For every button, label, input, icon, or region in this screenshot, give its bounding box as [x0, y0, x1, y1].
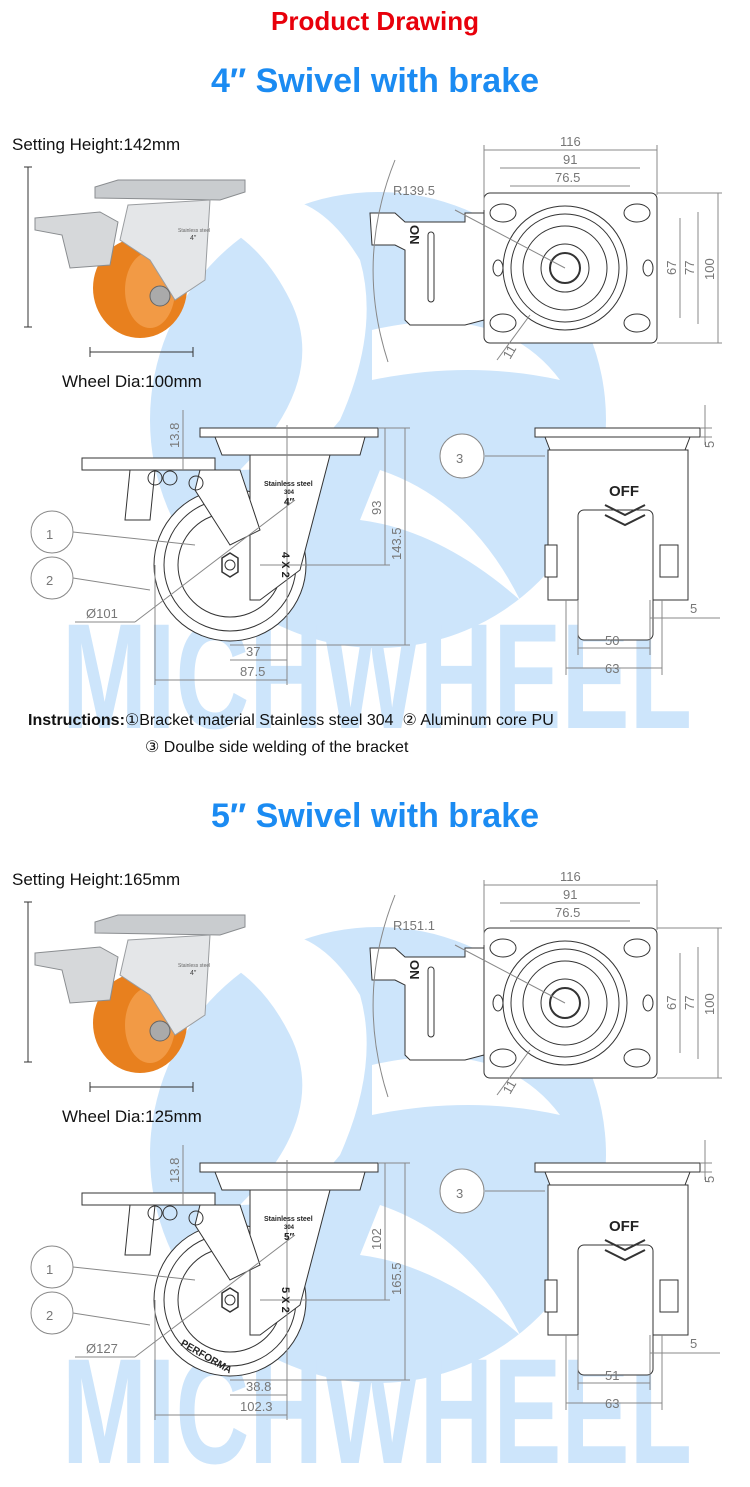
dim-top-plate: 5: [702, 1176, 717, 1183]
dim-top-width-outer: 116: [560, 134, 581, 149]
dim-top-height-mid: 77: [682, 261, 697, 275]
front-view-drawing: [439, 405, 720, 675]
instruction-item-2: ② Aluminum core PU: [402, 712, 554, 729]
instruction-item-1: ①Bracket material Stainless steel 304: [124, 712, 394, 729]
svg-text:4": 4": [190, 970, 197, 977]
dim-offset: 37: [246, 644, 260, 659]
instructions-line-1: Instructions:①Bracket material Stainless…: [28, 710, 554, 730]
drawing-canvas: MICHWHEEL Stainless steel 4": [24, 869, 722, 1470]
top-view-drawing: [369, 145, 722, 363]
wheel-mark: 5 X 2: [279, 1287, 291, 1313]
section-title: 5″ Swivel with brake: [210, 797, 540, 835]
dim-plate-thickness: 13.8: [167, 423, 182, 448]
dim-axle-height: 93: [369, 501, 384, 515]
dim-plate-thickness: 13.8: [167, 1158, 182, 1183]
section-title: 4″ Swivel with brake: [210, 62, 540, 100]
svg-text:Stainless steel: Stainless steel: [178, 963, 210, 969]
front-view-drawing: [439, 1140, 720, 1410]
dim-top-width-inner: 76.5: [555, 905, 580, 920]
caster-photo: Stainless steel 4": [24, 901, 246, 1092]
instruction-item-3: ③ Doulbe side welding of the bracket: [145, 739, 409, 756]
page-title: Product Drawing: [270, 6, 479, 36]
dim-top-height-inner: 67: [664, 261, 679, 275]
bracket-size: 4″: [284, 497, 295, 508]
dim-total-height: 143.5: [389, 527, 404, 560]
dim-wheel-width: 51: [605, 1368, 619, 1383]
top-view-brake-label: ON: [407, 960, 422, 980]
svg-text:Stainless steel: Stainless steel: [178, 228, 210, 234]
dim-top-radius: R139.5: [393, 183, 435, 198]
instructions-label: Instructions:: [28, 712, 125, 729]
callout-1: 1: [46, 527, 53, 542]
dim-bracket-width: 63: [605, 661, 619, 676]
dim-top-plate: 5: [702, 441, 717, 448]
callout-3: 3: [456, 1186, 463, 1201]
bracket-size: 5″: [284, 1232, 295, 1243]
dim-offset: 38.8: [246, 1379, 271, 1394]
dim-top-slot: 11: [500, 342, 520, 361]
svg-text:4": 4": [190, 235, 197, 242]
drawing-canvas: MICHWHEEL Stainless steel 4": [24, 134, 722, 735]
dim-top-width-mid: 91: [563, 887, 577, 902]
top-view-brake-label: ON: [407, 225, 422, 245]
dim-wheel-diameter: Ø101: [86, 606, 118, 621]
dim-top-height-mid: 77: [682, 996, 697, 1010]
callout-2: 2: [46, 573, 53, 588]
dim-top-radius: R151.1: [393, 918, 435, 933]
wheel-diameter: Wheel Dia:100mm: [62, 372, 202, 391]
setting-height: Setting Height:142mm: [12, 135, 181, 154]
dim-side-gap: 5: [690, 1336, 697, 1351]
wheel-diameter: Wheel Dia:125mm: [62, 1107, 202, 1126]
section-5in-caster: MICHWHEEL Stainless steel 4": [0, 735, 750, 1470]
caster-photo: Stainless steel 4": [24, 166, 246, 357]
dim-swivel-radius: 87.5: [240, 664, 265, 679]
wheel-mark: 4 X 2: [279, 552, 291, 578]
dim-top-width-mid: 91: [563, 152, 577, 167]
dim-top-width-inner: 76.5: [555, 170, 580, 185]
side-view-drawing: [30, 1145, 410, 1420]
callout-3: 3: [456, 451, 463, 466]
dim-bracket-width: 63: [605, 1396, 619, 1411]
bracket-mark: Stainless steel: [264, 481, 313, 488]
top-view-drawing: [369, 880, 722, 1098]
callout-1: 1: [46, 1262, 53, 1277]
dim-wheel-width: 50: [605, 633, 619, 648]
dim-top-slot: 11: [500, 1077, 520, 1096]
bracket-mark: Stainless steel: [264, 1216, 313, 1223]
dim-top-height-inner: 67: [664, 996, 679, 1010]
dim-axle-height: 102: [369, 1228, 384, 1250]
dim-top-height-outer: 100: [702, 258, 717, 280]
dim-wheel-diameter: Ø127: [86, 1341, 118, 1356]
front-view-brake-label: OFF: [609, 1218, 639, 1235]
setting-height: Setting Height:165mm: [12, 870, 181, 889]
dim-top-height-outer: 100: [702, 993, 717, 1015]
dim-side-gap: 5: [690, 601, 697, 616]
bracket-grade: 304: [284, 490, 295, 496]
side-view-drawing: [30, 410, 410, 685]
section-4in-caster: MICHWHEEL Stainless steel 4": [0, 0, 750, 735]
callout-2: 2: [46, 1308, 53, 1323]
bracket-grade: 304: [284, 1225, 295, 1231]
dim-top-width-outer: 116: [560, 869, 581, 884]
dim-total-height: 165.5: [389, 1262, 404, 1295]
dim-swivel-radius: 102.3: [240, 1399, 273, 1414]
front-view-brake-label: OFF: [609, 483, 639, 500]
